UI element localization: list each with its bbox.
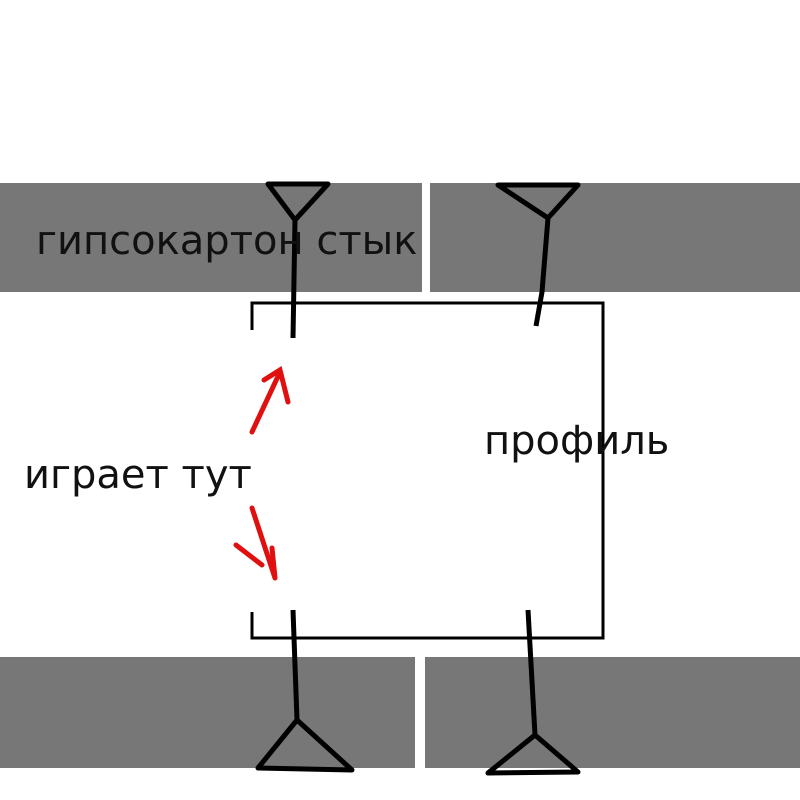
screws bbox=[255, 181, 581, 776]
screw-top-left bbox=[265, 181, 331, 339]
screw-bottom-right bbox=[485, 609, 581, 776]
drywall-panel-bottom-right bbox=[425, 657, 800, 768]
drywall-panel-bottom-left bbox=[0, 657, 415, 768]
arrow-up-icon bbox=[249, 366, 291, 435]
arrow-down-icon bbox=[233, 505, 278, 581]
drywall-panel-top-right bbox=[430, 183, 800, 292]
plays-here-label: играет тут bbox=[24, 452, 252, 498]
screw-top-right bbox=[495, 182, 581, 327]
red-arrows bbox=[233, 366, 291, 581]
screw-bottom-left bbox=[255, 609, 355, 773]
profile-box bbox=[250, 301, 605, 640]
drywall-joint-label: гипсокартон стык bbox=[36, 218, 418, 264]
drywall-panel-top-left bbox=[0, 183, 422, 292]
profile-label: профиль bbox=[484, 418, 670, 464]
